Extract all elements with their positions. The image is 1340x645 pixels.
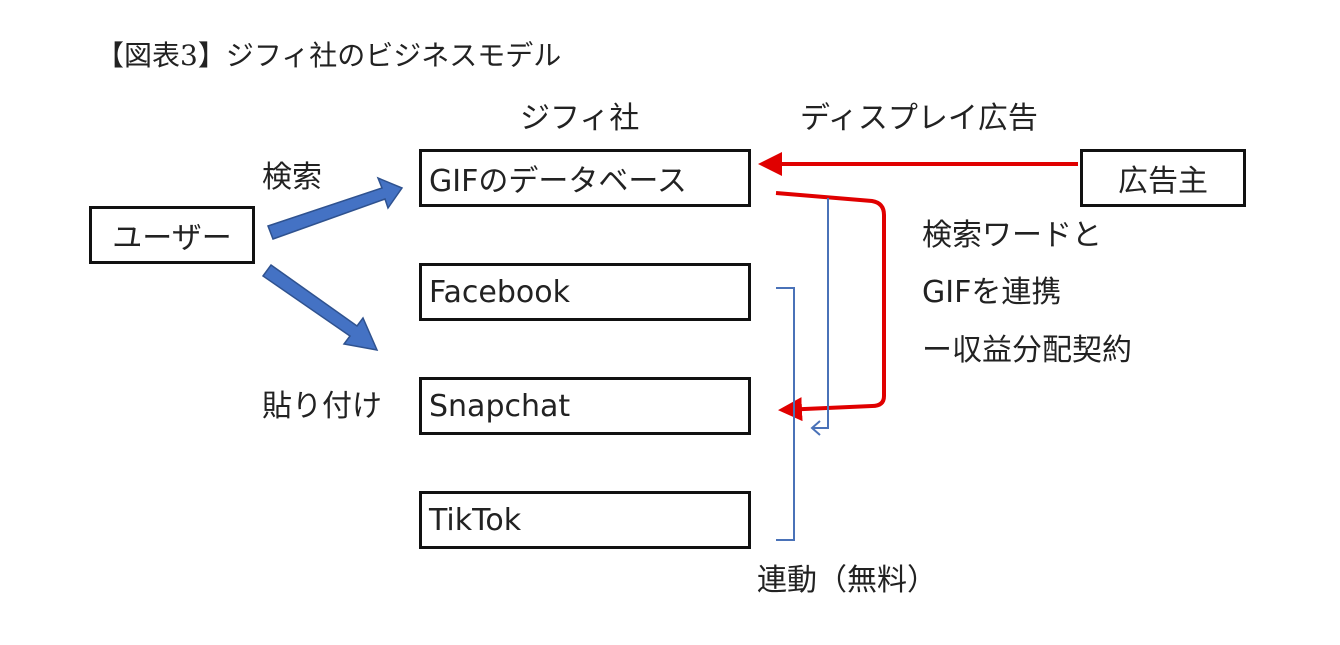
contract-label-line2: GIFを連携 <box>922 275 1062 310</box>
contract-label-line3: ー収益分配契約 <box>922 333 1132 368</box>
contract-label-line1: 検索ワードと <box>922 218 1102 253</box>
db-to-bracket-arrow <box>812 198 829 429</box>
search-label: 検索 <box>262 160 322 195</box>
gif-database-label: GIFのデータベース <box>429 164 687 199</box>
tiktok-label: TikTok <box>429 502 522 538</box>
advertiser-label: 広告主 <box>1118 164 1208 199</box>
figure-title: 【図表3】ジフィ社のビジネスモデル <box>96 39 562 72</box>
platform-bracket <box>776 287 795 541</box>
facebook-label: Facebook <box>429 274 570 310</box>
giphy-company-label: ジフィ社 <box>520 101 640 136</box>
search-arrow <box>267 176 404 240</box>
tiktok-node: TikTok <box>419 491 751 549</box>
facebook-node: Facebook <box>419 263 751 321</box>
gif-database-node: GIFのデータベース <box>419 149 751 207</box>
display-ads-label: ディスプレイ広告 <box>800 101 1038 136</box>
snapchat-node: Snapchat <box>419 377 751 435</box>
link-free-label: 連動（無料） <box>757 563 937 598</box>
paste-arrow <box>261 263 379 351</box>
paste-label: 貼り付け <box>262 389 382 424</box>
user-node-label: ユーザー <box>112 221 232 256</box>
advertiser-node: 広告主 <box>1080 149 1246 207</box>
user-node: ユーザー <box>89 206 255 264</box>
snapchat-label: Snapchat <box>429 388 571 424</box>
contract-loop-arrow <box>775 191 886 422</box>
db-to-bracket-arrowhead <box>810 420 821 436</box>
